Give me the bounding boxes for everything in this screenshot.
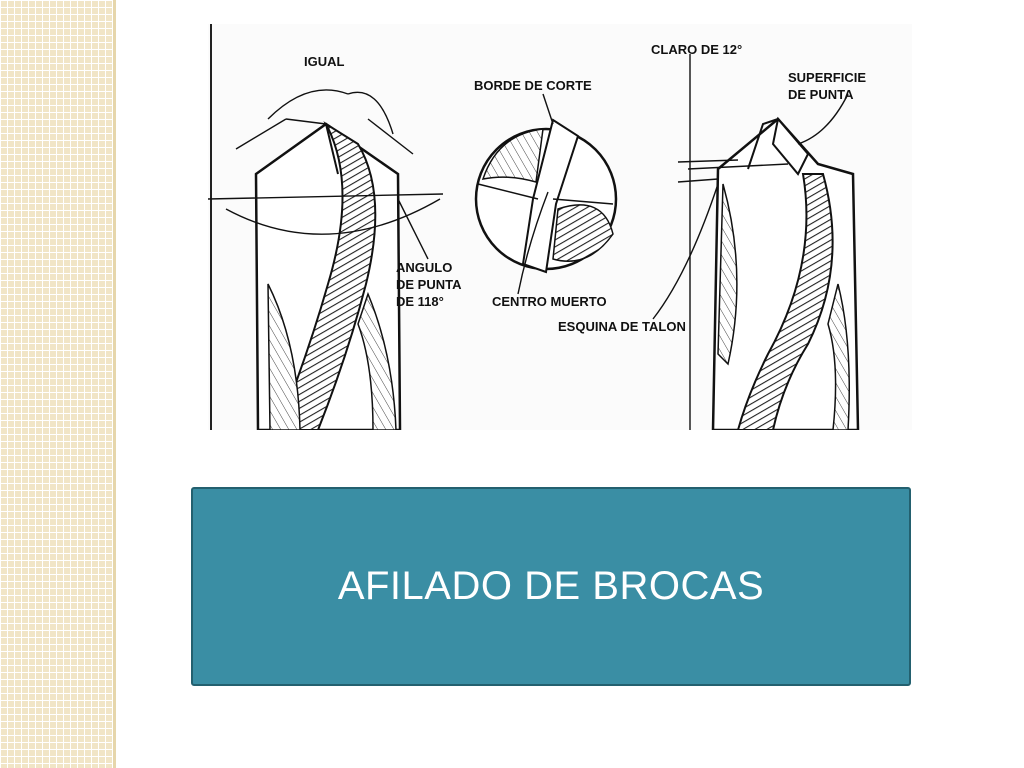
cross-section-leader-lines	[517, 93, 554, 295]
left-drill-illustration	[254, 121, 402, 430]
label-igual: IGUAL	[304, 54, 345, 69]
left-drill-dimension-lines	[208, 89, 444, 260]
side-strip-edge	[113, 0, 116, 768]
label-borde-de-corte: BORDE DE CORTE	[474, 78, 592, 93]
right-drill-illustration	[711, 116, 860, 430]
drill-bit-diagram: IGUAL ANGULO DE PUNTA DE 118° BORDE DE C…	[208, 24, 912, 430]
label-angulo-line2: DE PUNTA	[396, 277, 462, 292]
decorative-side-strip	[0, 0, 113, 768]
right-drill-leader-lines	[652, 54, 849, 430]
label-angulo-line3: DE 118°	[396, 294, 444, 309]
label-esquina-de-talon: ESQUINA DE TALON	[558, 319, 686, 334]
slide-title: AFILADO DE BROCAS	[337, 564, 765, 608]
label-centro-muerto: CENTRO MUERTO	[492, 294, 607, 309]
label-angulo-line1: ANGULO	[396, 260, 452, 275]
label-superficie-line1: SUPERFICIE	[788, 70, 866, 85]
title-box: AFILADO DE BROCAS	[191, 487, 911, 686]
label-claro: CLARO DE 12°	[651, 42, 742, 57]
label-superficie-line2: DE PUNTA	[788, 87, 854, 102]
